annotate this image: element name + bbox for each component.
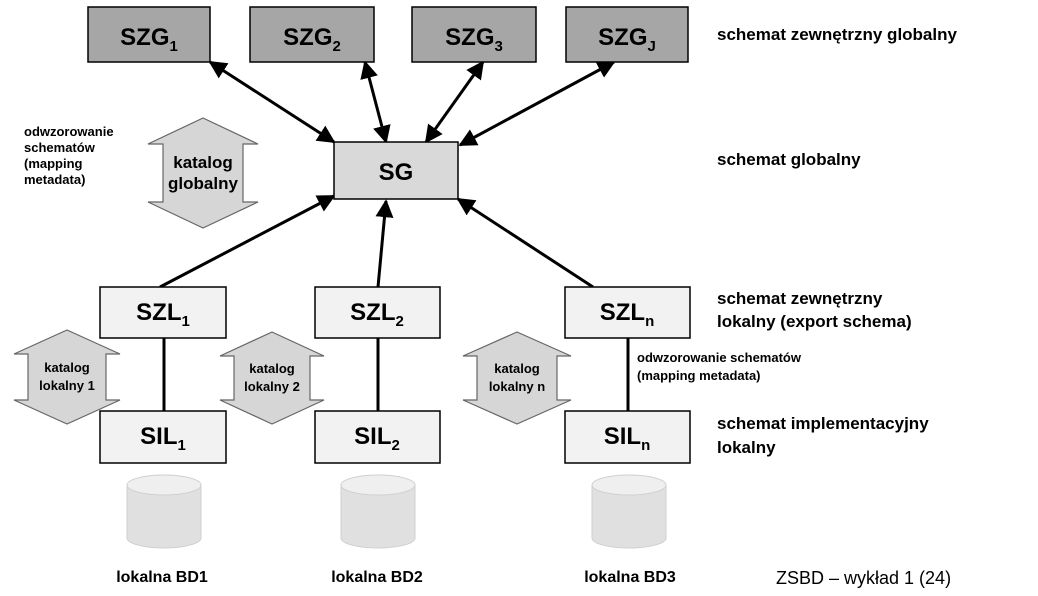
szg-3-box: SZG3 bbox=[411, 6, 537, 63]
sil-2-box: SIL2 bbox=[314, 410, 441, 464]
szg-j-box: SZGJ bbox=[565, 6, 689, 63]
label-mapping-left-line2: schematów bbox=[24, 140, 95, 155]
label-mapping-left-line1: odwzorowanie bbox=[24, 124, 114, 139]
svg-text:SILn: SILn bbox=[604, 423, 651, 454]
sil-n-box: SILn bbox=[564, 410, 691, 464]
global-catalog-line1: katalog bbox=[173, 153, 233, 172]
svg-text:SZG1: SZG1 bbox=[120, 24, 178, 55]
label-implementation-local-line1: schemat implementacyjny bbox=[717, 414, 929, 433]
szg-1-sub: 1 bbox=[170, 38, 178, 55]
szg-j-label: SZG bbox=[598, 24, 647, 51]
sil-2-label: SIL bbox=[354, 423, 391, 450]
local-catalog-1-arrow: katalog lokalny 1 bbox=[13, 329, 121, 425]
svg-text:SZGJ: SZGJ bbox=[598, 24, 656, 55]
arrow-szgj-sg bbox=[458, 60, 616, 147]
external-global-row: SZG1 SZG2 SZG3 SZGJ bbox=[87, 6, 689, 63]
database-1-label: lokalna BD1 bbox=[116, 569, 208, 586]
database-3-label: lokalna BD3 bbox=[584, 569, 676, 586]
database-2-label: lokalna BD2 bbox=[331, 569, 423, 586]
local-catalog-2-line1: katalog bbox=[249, 361, 295, 376]
local-catalog-n-line1: katalog bbox=[494, 361, 540, 376]
szl-2-sub: 2 bbox=[395, 313, 403, 330]
label-mapping-right-line1: odwzorowanie schematów bbox=[637, 350, 801, 365]
svg-text:SZLn: SZLn bbox=[600, 299, 655, 330]
arrow-szg3-sg bbox=[424, 60, 485, 144]
local-catalog-arrows: katalog lokalny 1 katalog lokalny 2 kata… bbox=[13, 329, 572, 425]
local-catalog-n-arrow: katalog lokalny n bbox=[462, 331, 572, 425]
sil-1-sub: 1 bbox=[178, 437, 186, 454]
local-catalog-1-line2: lokalny 1 bbox=[39, 378, 95, 393]
sil-2-sub: 2 bbox=[392, 437, 400, 454]
connector-arrows bbox=[159, 60, 630, 411]
sil-1-label: SIL bbox=[140, 423, 177, 450]
sg-box: SG bbox=[333, 141, 459, 200]
szg-2-label: SZG bbox=[283, 24, 332, 51]
global-catalog-line2: globalny bbox=[168, 174, 238, 193]
svg-text:SZG2: SZG2 bbox=[283, 24, 341, 55]
arrow-szl1-sg bbox=[159, 194, 336, 289]
sil-n-label: SIL bbox=[604, 423, 641, 450]
szl-2-label: SZL bbox=[350, 299, 395, 326]
database-1-icon bbox=[126, 474, 202, 549]
label-mapping-right-line2: (mapping metadata) bbox=[637, 368, 761, 383]
label-external-local-line2: lokalny (export schema) bbox=[717, 312, 912, 331]
szl-1-label: SZL bbox=[136, 299, 181, 326]
sg-label: SG bbox=[379, 159, 414, 186]
database-cylinders bbox=[126, 474, 667, 549]
szl-2-box: SZL2 bbox=[314, 286, 441, 339]
label-external-global: schemat zewnętrzny globalny bbox=[717, 25, 957, 44]
local-catalog-2-line2: lokalny 2 bbox=[244, 379, 300, 394]
slide-footer: ZSBD – wykład 1 (24) bbox=[776, 568, 952, 588]
svg-text:SIL2: SIL2 bbox=[354, 423, 400, 454]
database-2-icon bbox=[340, 474, 416, 549]
szl-1-box: SZL1 bbox=[99, 286, 227, 339]
szg-3-sub: 3 bbox=[495, 38, 503, 55]
label-implementation-local-line2: lokalny bbox=[717, 438, 776, 457]
sil-1-box: SIL1 bbox=[99, 410, 227, 464]
szl-n-sub: n bbox=[645, 313, 654, 330]
database-3-icon bbox=[591, 474, 667, 549]
szg-j-sub: J bbox=[648, 38, 656, 55]
szl-n-label: SZL bbox=[600, 299, 645, 326]
svg-text:SIL1: SIL1 bbox=[140, 423, 186, 454]
label-global: schemat globalny bbox=[717, 150, 861, 169]
szg-3-label: SZG bbox=[445, 24, 494, 51]
svg-text:SZL1: SZL1 bbox=[136, 299, 190, 330]
svg-text:SZL2: SZL2 bbox=[350, 299, 404, 330]
global-catalog-arrow: katalog globalny bbox=[147, 117, 259, 229]
arrow-szln-sg bbox=[456, 197, 594, 289]
sil-n-sub: n bbox=[641, 437, 650, 454]
szl-1-sub: 1 bbox=[181, 313, 189, 330]
arrow-szl2-sg bbox=[375, 199, 394, 288]
implementation-local-row: SIL1 SIL2 SILn bbox=[99, 410, 691, 464]
label-external-local-line1: schemat zewnętrzny bbox=[717, 289, 883, 308]
external-local-row: SZL1 SZL2 SZLn bbox=[99, 286, 691, 339]
svg-text:SZG3: SZG3 bbox=[445, 24, 503, 55]
szg-1-box: SZG1 bbox=[87, 6, 211, 63]
label-mapping-left-line3: (mapping bbox=[24, 156, 83, 171]
szg-2-box: SZG2 bbox=[249, 6, 375, 63]
local-catalog-1-line1: katalog bbox=[44, 360, 90, 375]
arrow-szg2-sg bbox=[360, 60, 391, 144]
szl-n-box: SZLn bbox=[564, 286, 691, 339]
arrow-szg1-sg bbox=[208, 60, 336, 144]
szg-2-sub: 2 bbox=[333, 38, 341, 55]
label-mapping-left-line4: metadata) bbox=[24, 172, 86, 187]
szg-1-label: SZG bbox=[120, 24, 169, 51]
local-catalog-2-arrow: katalog lokalny 2 bbox=[219, 331, 325, 425]
local-catalog-n-line2: lokalny n bbox=[489, 379, 545, 394]
